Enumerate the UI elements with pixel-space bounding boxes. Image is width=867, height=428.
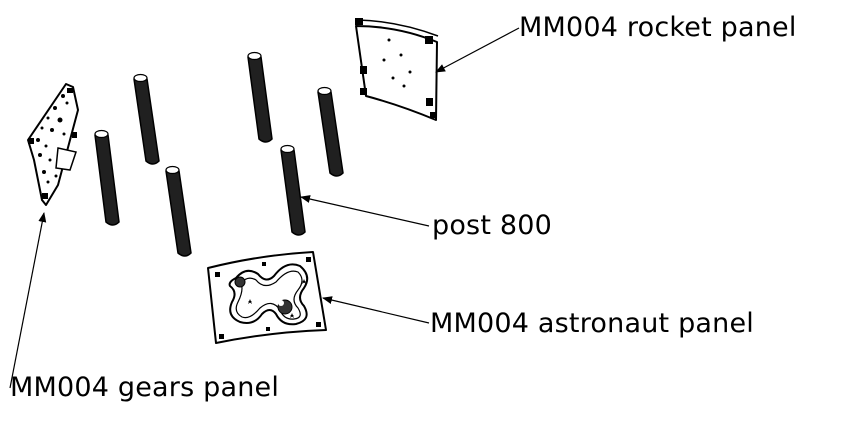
post-2 xyxy=(133,73,160,165)
astronaut-panel xyxy=(207,251,327,344)
post-5 xyxy=(317,86,344,177)
gears-panel-leader xyxy=(9,212,47,389)
rocket-panel-label: MM004 rocket panel xyxy=(519,12,797,43)
rocket-panel-leader xyxy=(435,27,520,73)
post-4 xyxy=(247,51,273,143)
post-1 xyxy=(94,129,120,226)
astronaut-panel-label: MM004 astronaut panel xyxy=(430,308,754,339)
post-label: post 800 xyxy=(432,210,553,241)
post-3 xyxy=(165,165,192,257)
leader-lines xyxy=(9,27,520,389)
rocket-panel xyxy=(355,18,439,121)
gears-panel-label: MM004 gears panel xyxy=(10,372,280,403)
post-leader xyxy=(300,195,430,227)
post-6 xyxy=(280,144,306,236)
gears-panel xyxy=(27,83,79,206)
astronaut-panel-leader xyxy=(322,296,430,324)
